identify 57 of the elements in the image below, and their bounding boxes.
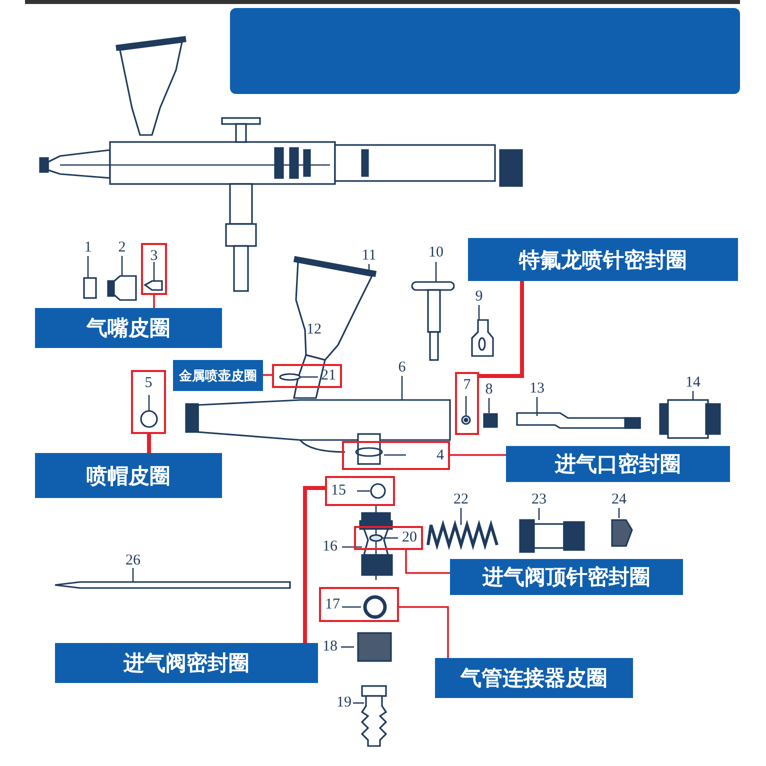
label-banner	[55, 643, 318, 683]
highlight-frame	[272, 364, 342, 388]
highlight-frame	[319, 587, 399, 622]
leader-line	[399, 606, 449, 658]
callout-number: 23	[532, 492, 546, 508]
label-banner	[35, 453, 222, 498]
leader-line	[479, 281, 524, 378]
callout-number: 19	[336, 696, 352, 710]
part-name: 特氟龙喷针密封圈	[519, 246, 687, 274]
callout-number: 10	[428, 246, 444, 260]
leader-line	[450, 454, 506, 456]
part-name: 进气阀密封圈	[124, 650, 250, 677]
part-name: 进气阀顶针密封圈	[482, 564, 650, 591]
callout-number: 11	[362, 248, 376, 264]
callout-number: 12	[306, 322, 322, 338]
callout-number: 3	[150, 249, 158, 264]
highlight-frame	[131, 370, 166, 434]
highlight-frame	[141, 243, 167, 295]
callout-number: 6	[398, 360, 406, 376]
callout-number: 5	[144, 376, 152, 391]
highlight-frame	[455, 372, 479, 435]
part-name: 气嘴皮圈	[86, 315, 170, 342]
leader-line	[263, 374, 272, 376]
callout-number: 16	[322, 540, 338, 554]
callout-number: 4	[436, 448, 444, 463]
label-banner	[468, 238, 738, 281]
label-banner	[450, 559, 683, 595]
callout-number: 22	[454, 492, 468, 508]
leader-line	[303, 486, 325, 643]
callout-number: 7	[463, 378, 471, 393]
callout-number: 8	[485, 382, 493, 398]
callout-number: 21	[321, 368, 336, 384]
callout-number: 24	[612, 492, 626, 508]
part-name: 喷帽皮圈	[86, 462, 170, 490]
label-banner	[35, 308, 222, 348]
callout-number: 18	[322, 640, 338, 654]
callout-number: 9	[475, 290, 483, 304]
part-name: 进气口密封圈	[555, 451, 681, 478]
label-banner	[506, 446, 730, 482]
highlight-frame	[325, 476, 395, 506]
part-name: 金属喷壶皮圈	[179, 368, 257, 384]
highlight-frame	[354, 526, 423, 550]
leader-line	[153, 295, 155, 308]
callout-number: 26	[126, 554, 140, 568]
callout-number: 14	[686, 376, 700, 390]
leader-line	[147, 434, 151, 453]
callout-number: 1	[84, 240, 92, 256]
callout-number: 20	[402, 530, 417, 546]
label-banner	[173, 360, 263, 391]
leader-line	[405, 550, 450, 574]
callout-number: 2	[118, 240, 126, 256]
highlight-frame	[342, 441, 450, 470]
part-name: 气管连接器皮圈	[460, 665, 608, 692]
callout-number: 13	[530, 382, 544, 396]
callout-number: 17	[325, 597, 340, 612]
callout-number: 15	[331, 484, 346, 498]
label-banner	[435, 658, 633, 698]
